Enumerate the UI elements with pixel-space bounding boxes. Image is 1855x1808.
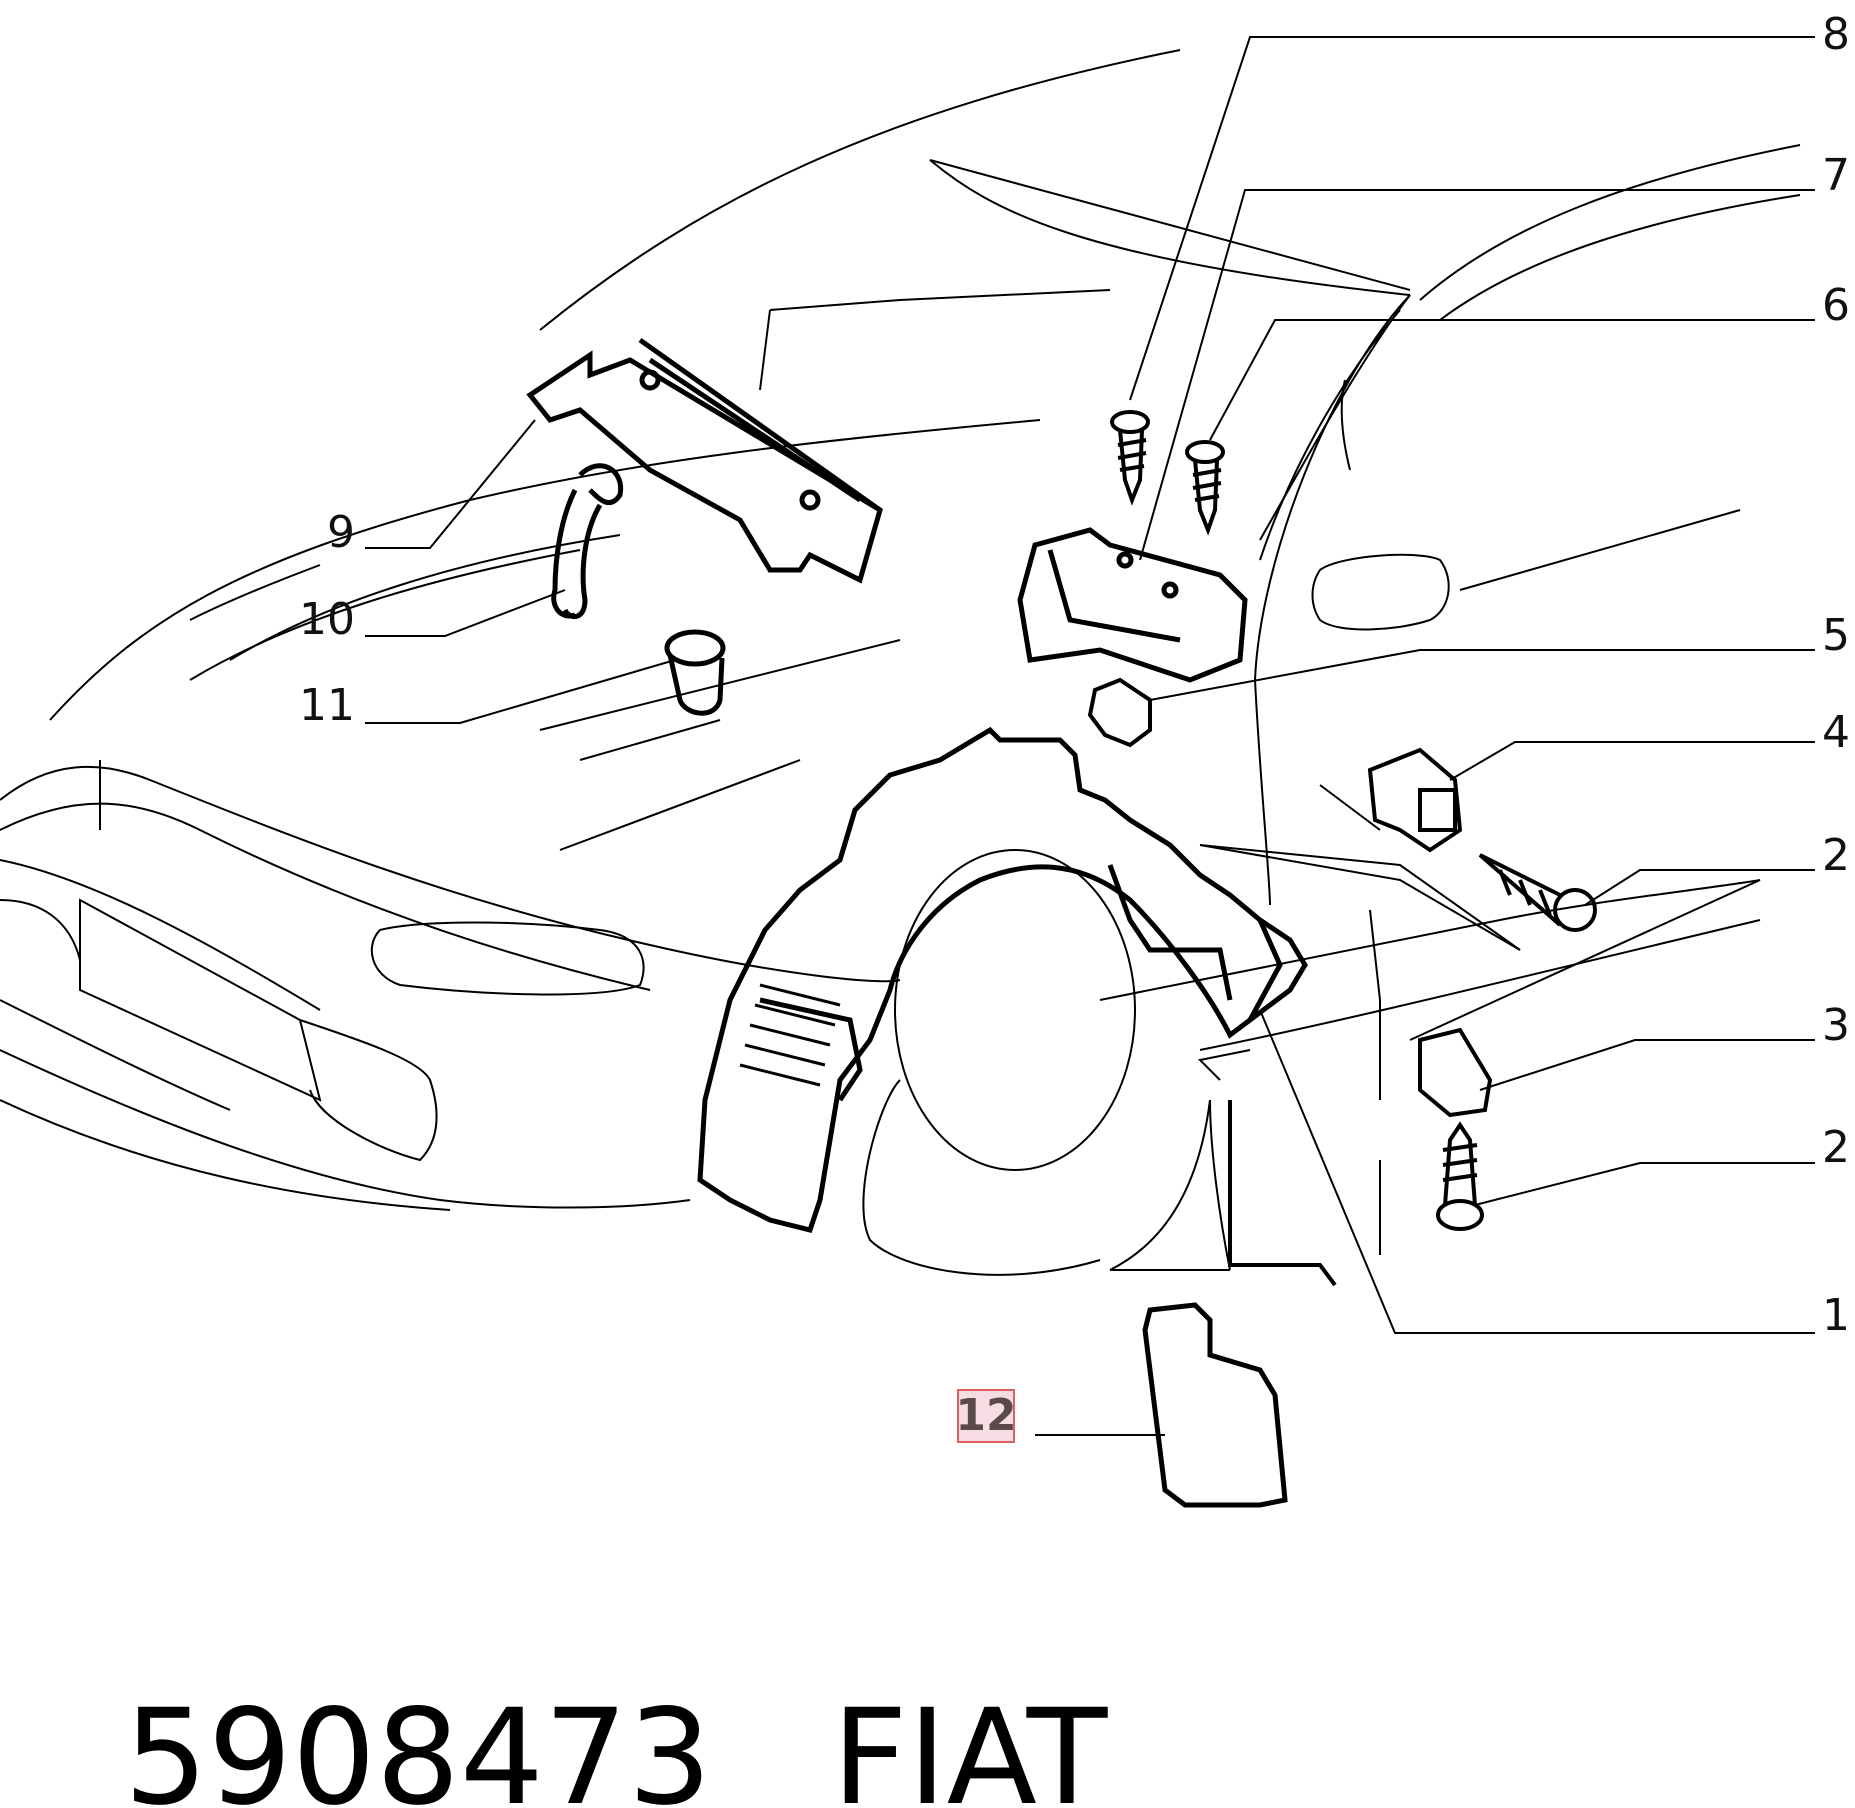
wheel-arch-liner [697,726,1308,1233]
screw-2-lower [1436,1121,1484,1231]
screw-6 [1185,440,1225,536]
callout-labels: 8 7 6 5 4 2 3 2 1 9 10 11 [299,9,1850,1341]
footer: 5908473 FIAT [40,1560,1107,1808]
clip-3 [1418,1027,1493,1118]
callout-8: 8 [1822,9,1850,60]
callout-2-lower: 2 [1822,1122,1850,1173]
cross-member [526,337,883,584]
car-body-outline [0,49,1801,1287]
callout-9: 9 [327,507,355,558]
brand-name: FIAT [831,1681,1108,1808]
callout-12-highlight[interactable]: 12 [955,1389,1017,1443]
callout-11: 11 [299,680,355,731]
callout-7: 7 [1822,150,1850,201]
highlight-box [957,1389,1015,1443]
hose [551,463,624,619]
callout-3: 3 [1822,1000,1850,1051]
callout-10: 10 [299,594,355,645]
callout-5: 5 [1822,610,1850,661]
callout-4: 4 [1822,707,1850,758]
grommet [664,629,726,716]
mud-flap [1142,1302,1288,1508]
clip-4 [1367,747,1463,853]
callout-6: 6 [1822,280,1850,331]
callout-1: 1 [1822,1290,1850,1341]
screw-8 [1110,410,1150,506]
callout-12: 12 [955,1390,1016,1441]
part-number: 5908473 [123,1681,712,1808]
liner-grille [739,983,841,1087]
callout-2-upper: 2 [1822,830,1850,881]
screw-2-upper [1478,853,1597,932]
clip-5 [1087,677,1152,748]
leader-lines [365,36,1815,1436]
bracket [1017,527,1248,683]
